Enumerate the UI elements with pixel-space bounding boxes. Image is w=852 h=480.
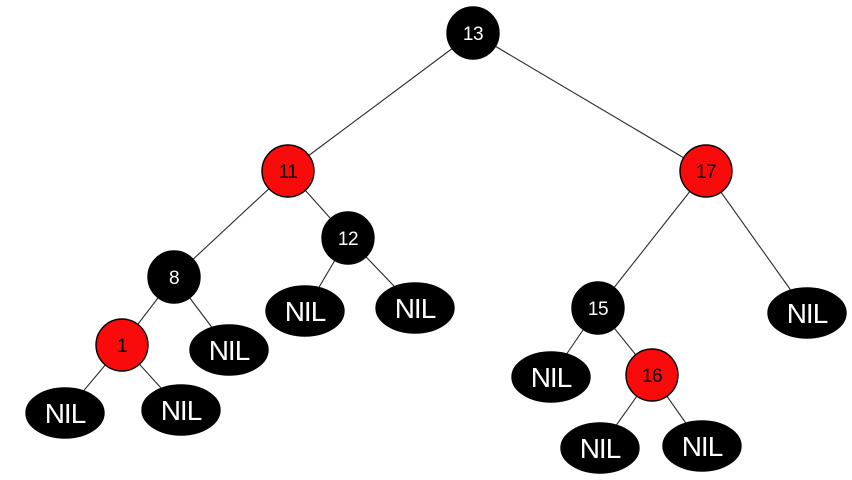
tree-edge-13-11 xyxy=(287,32,474,172)
black-node-shape xyxy=(662,420,742,472)
tree-node-8: 8 xyxy=(147,250,201,304)
black-node-shape xyxy=(321,211,375,265)
tree-edge-17-15 xyxy=(597,170,707,309)
black-node-shape xyxy=(189,324,269,376)
red-node-shape xyxy=(95,318,149,372)
tree-node-15: 15 xyxy=(571,281,625,335)
black-node-shape xyxy=(560,422,640,474)
black-node-shape xyxy=(446,6,500,60)
black-node-shape xyxy=(25,387,105,439)
black-node-shape xyxy=(571,281,625,335)
black-node-shape xyxy=(511,351,591,403)
nil-leaf-node-nil-16r: NIL xyxy=(662,420,742,472)
black-node-shape xyxy=(147,250,201,304)
tree-node-13: 13 xyxy=(446,6,500,60)
nil-leaf-node-nil-1l: NIL xyxy=(25,387,105,439)
nil-leaf-node-nil-1r: NIL xyxy=(141,384,221,436)
black-node-shape xyxy=(265,285,345,337)
black-node-shape xyxy=(375,282,455,334)
tree-node-16: 16 xyxy=(625,348,679,402)
nil-leaf-node-nil-16l: NIL xyxy=(560,422,640,474)
nil-leaf-node-nil-12r: NIL xyxy=(375,282,455,334)
tree-node-17: 17 xyxy=(679,144,733,198)
tree-node-1: 1 xyxy=(95,318,149,372)
nil-leaf-node-nil-8r: NIL xyxy=(189,324,269,376)
black-node-shape xyxy=(767,287,847,339)
red-node-shape xyxy=(679,144,733,198)
tree-edge-13-17 xyxy=(472,32,707,172)
nil-leaf-node-nil-12l: NIL xyxy=(265,285,345,337)
tree-edge-17-nil-17r xyxy=(705,170,808,314)
tree-node-11: 11 xyxy=(261,144,315,198)
nil-leaf-node-nil-17r: NIL xyxy=(767,287,847,339)
nil-leaf-node-nil-15l: NIL xyxy=(511,351,591,403)
tree-node-12: 12 xyxy=(321,211,375,265)
red-node-shape xyxy=(625,348,679,402)
red-node-shape xyxy=(261,144,315,198)
black-node-shape xyxy=(141,384,221,436)
